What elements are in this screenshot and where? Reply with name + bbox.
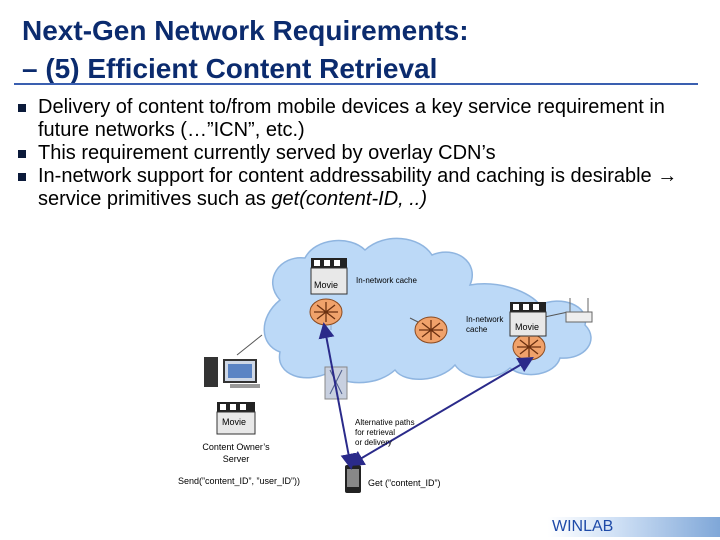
bullet-text: Delivery of content to/from mobile devic… [38,96,665,141]
title-underline [14,83,698,85]
bullet-text: service primitives such as [38,188,272,210]
send-call-label: Send(”content_ID”, ”user_ID”)) [178,476,301,486]
link-line [236,334,263,356]
bullet-item: This requirement currently served by ove… [12,142,712,165]
owner-line: Content Owner’s [202,442,270,452]
alt-paths-line: Alternative paths [355,418,415,427]
movie-label: Movie [222,417,247,427]
movie-clapper-icon [310,258,348,295]
alt-paths-line: or delivery [355,438,392,447]
movie-label: Movie [515,322,540,332]
in-network-cache-line: cache [466,325,488,334]
bullet-item: In-network support for content addressab… [12,165,712,211]
get-call-label: Get (”content_ID”) [368,478,441,488]
bullet-primitive: get(content-ID, ..) [271,188,428,210]
bullet-text: In-network support for content addressab… [38,165,658,187]
mobile-phone-icon [345,465,361,493]
router-icon [512,333,546,361]
footer-gradient-bar [548,517,720,537]
in-network-cache-label: In-network cache [356,276,417,285]
in-network-cache-line: In-network [466,315,504,324]
title-line-1: Next-Gen Network Requirements: [22,15,469,46]
alternative-paths-label: Alternative paths for retrieval or deliv… [355,418,415,448]
bullet-item: Delivery of content to/from mobile devic… [12,96,712,142]
desktop-computer-icon [204,357,260,388]
title-line-2: – (5) Efficient Content Retrieval [22,53,438,84]
content-owner-label: Content Owner’s Server [196,441,276,465]
alt-paths-line: for retrieval [355,428,396,437]
movie-clapper-icon [216,402,256,435]
owner-line: Server [222,454,250,464]
right-arrow-icon: → [657,165,678,187]
bullet-square-icon [18,173,26,181]
bullet-square-icon [18,104,26,112]
access-point-icon [565,298,593,323]
router-icon [414,316,448,344]
movie-label: Movie [314,280,339,290]
movie-clapper-icon [509,302,547,337]
winlab-logo: WINLAB [552,518,614,535]
alternative-path-arrow [348,356,534,467]
bullet-list: Delivery of content to/from mobile devic… [12,96,712,211]
bullet-square-icon [18,150,26,158]
alternative-path-arrow [318,322,357,470]
bullet-text: This requirement currently served by ove… [38,142,496,164]
in-network-cache-label: In-network cache [466,315,503,335]
router-icon [309,298,343,326]
page-title: Next-Gen Network Requirements: – (5) Eff… [22,12,712,88]
